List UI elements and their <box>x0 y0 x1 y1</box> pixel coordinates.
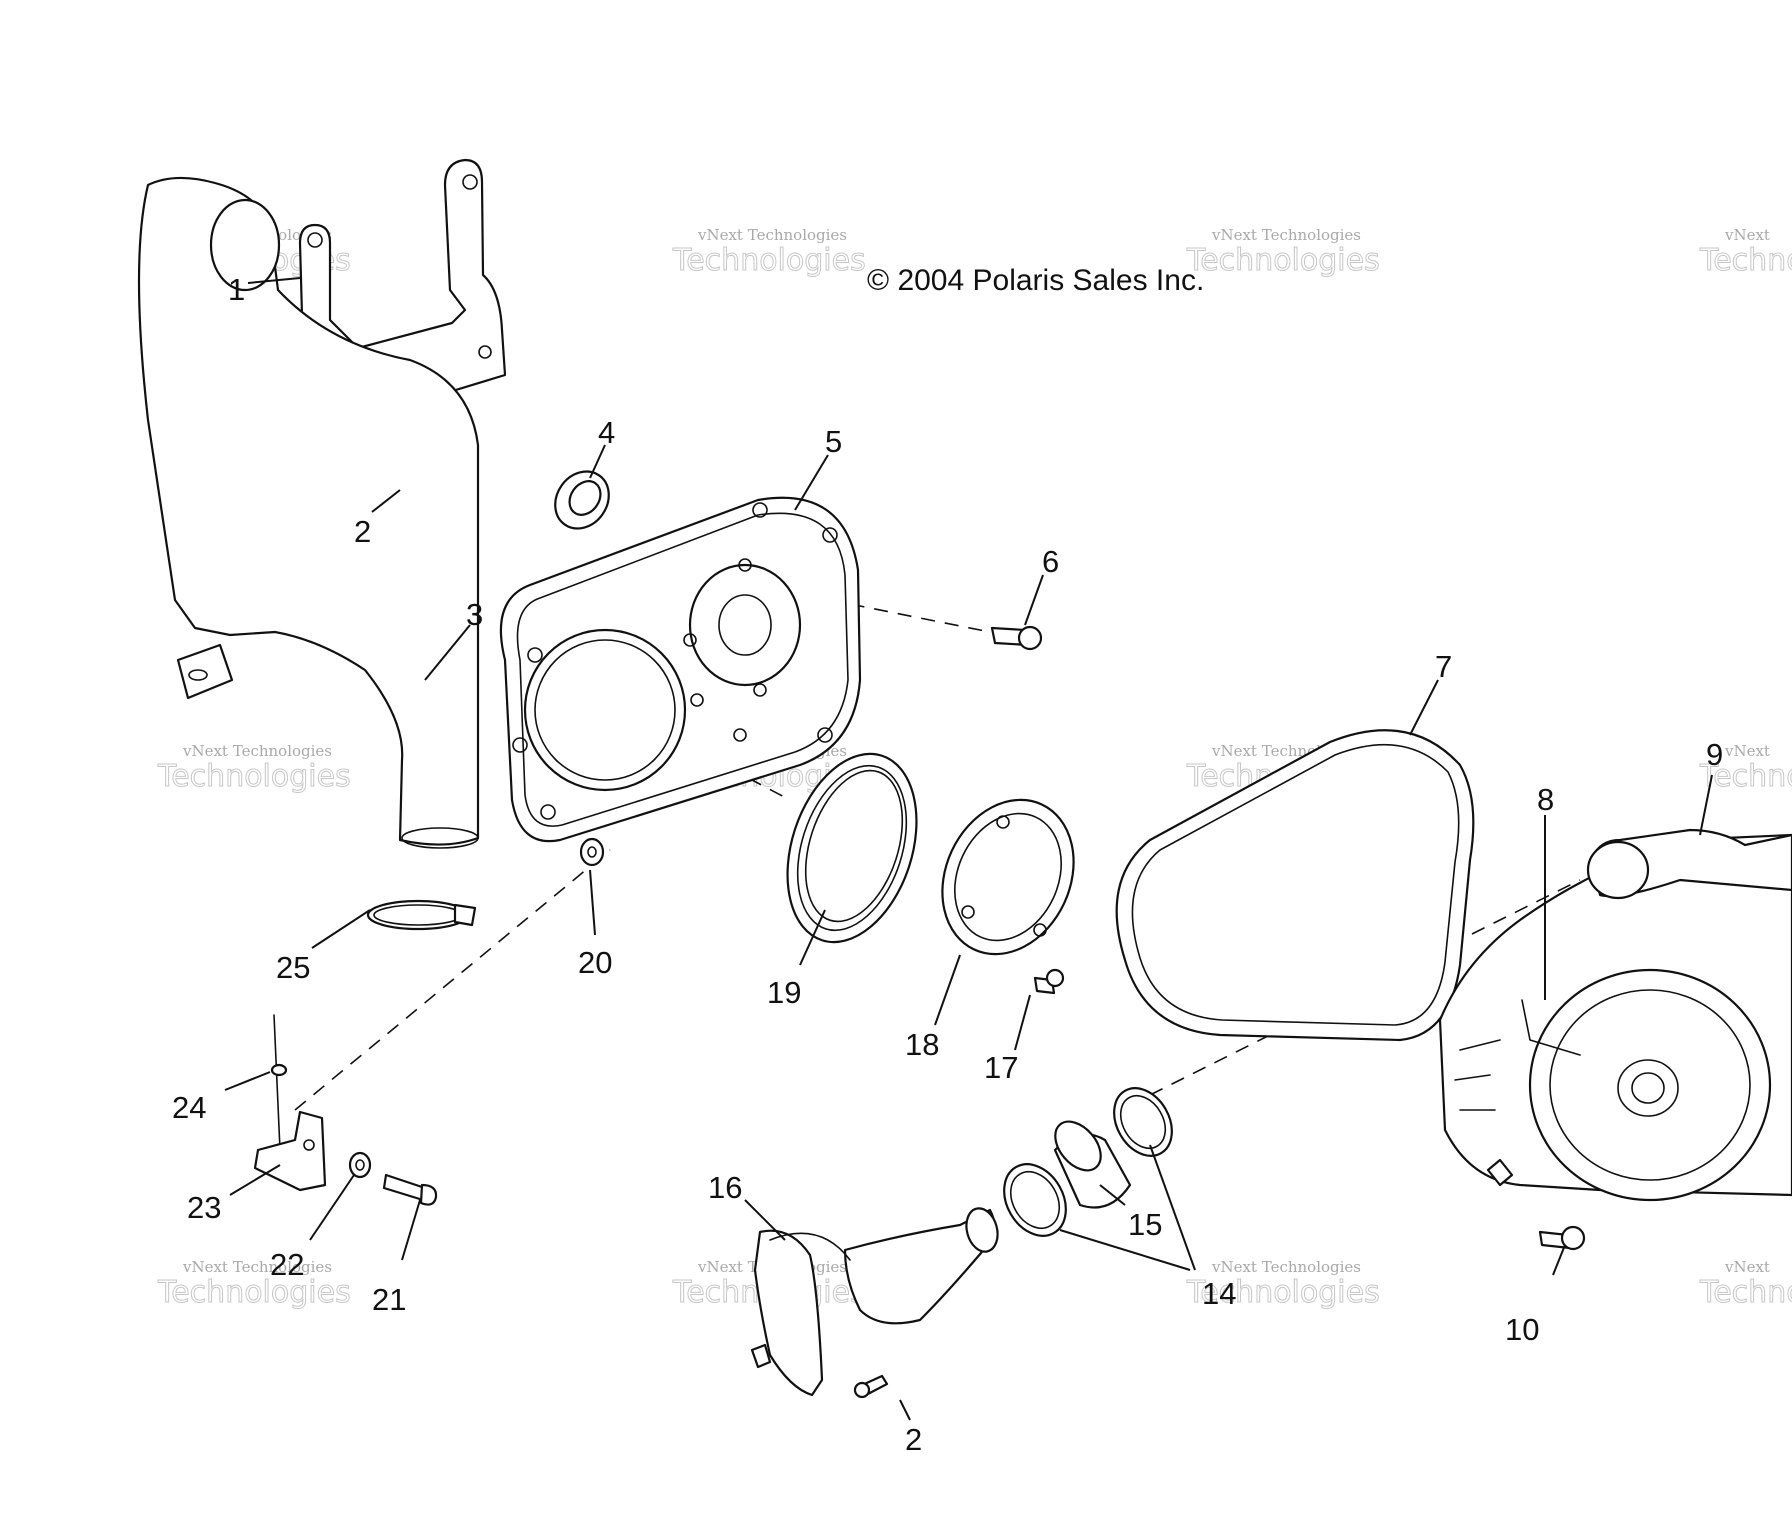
part-25-hose-clamp <box>366 899 477 931</box>
callout-9: 9 <box>1706 737 1723 772</box>
callout-25: 25 <box>276 950 310 985</box>
callout-14: 14 <box>1202 1276 1236 1311</box>
part-21-bolt <box>382 1173 438 1206</box>
callout-23: 23 <box>187 1190 221 1225</box>
callout-21: 21 <box>372 1282 406 1317</box>
svg-text:vNext Technologies: vNext Technologies <box>697 226 847 244</box>
leader-lines <box>224 277 1713 1421</box>
part-15-coupler-sleeve <box>1053 1120 1132 1209</box>
part-16-exhaust-duct <box>750 1207 999 1397</box>
callout-19: 19 <box>767 975 801 1010</box>
callout-18: 18 <box>905 1027 939 1062</box>
part-14-clamps <box>1003 1087 1173 1237</box>
callout-22: 22 <box>270 1247 304 1282</box>
callout-4: 4 <box>598 415 615 450</box>
svg-text:Technologies: Technologies <box>1699 1275 1792 1310</box>
part-17-screw <box>1033 968 1065 995</box>
svg-text:Technologies: Technologies <box>1699 759 1792 794</box>
part-18-ring-plate <box>941 798 1075 956</box>
svg-text:vNext Technologies: vNext Technologies <box>182 742 332 760</box>
svg-text:Technologies: Technologies <box>1186 243 1380 278</box>
svg-text:vNext Technologies: vNext Technologies <box>1211 1258 1361 1276</box>
svg-text:Technologies: Technologies <box>157 759 351 794</box>
svg-text:vNext: vNext <box>1724 1258 1770 1276</box>
callout-10: 10 <box>1505 1312 1539 1347</box>
part-19-cover-seal <box>786 752 918 944</box>
callout-8: 8 <box>1537 782 1554 817</box>
part-22-washer <box>348 1151 372 1179</box>
svg-text:Technologies: Technologies <box>157 1275 351 1310</box>
callout-2-top: 2 <box>354 514 371 549</box>
part-4-seal <box>554 470 610 530</box>
svg-text:vNext Technologies: vNext Technologies <box>1211 226 1361 244</box>
callout-2-bottom: 2 <box>905 1422 922 1457</box>
part-10-bolt <box>1538 1225 1586 1251</box>
part-5-outer-cover <box>499 496 862 843</box>
svg-text:vNext: vNext <box>1724 742 1770 760</box>
part-20-washer <box>579 837 605 867</box>
part-8-9-inner-housing <box>1438 828 1792 1202</box>
callout-17: 17 <box>984 1050 1018 1085</box>
svg-text:Technologies: Technologies <box>1186 1275 1380 1310</box>
part-3-intake-duct <box>137 176 480 849</box>
callout-16: 16 <box>708 1170 742 1205</box>
part-24-pin <box>270 1014 288 1151</box>
callout-numbers: 1 2 3 4 5 6 7 8 9 10 14 15 16 17 18 19 2… <box>172 272 1723 1457</box>
part-23-small-bracket <box>253 1110 327 1192</box>
callout-7: 7 <box>1435 649 1452 684</box>
callout-5: 5 <box>825 424 842 459</box>
part-6-bolt <box>990 625 1043 651</box>
svg-text:Technologies: Technologies <box>1699 243 1792 278</box>
svg-text:vNext Technologies: vNext Technologies <box>182 1258 332 1276</box>
callout-24: 24 <box>172 1090 206 1125</box>
svg-text:Technologies: Technologies <box>672 243 866 278</box>
callout-15: 15 <box>1128 1207 1162 1242</box>
callout-1: 1 <box>228 272 245 307</box>
callout-6: 6 <box>1042 544 1059 579</box>
callout-20: 20 <box>578 945 612 980</box>
part-7-drive-belt <box>1115 729 1475 1042</box>
copyright-text: © 2004 Polaris Sales Inc. <box>867 264 1204 297</box>
callout-3: 3 <box>466 597 483 632</box>
svg-text:vNext: vNext <box>1724 226 1770 244</box>
part-2-bolt-bottom <box>853 1374 889 1399</box>
